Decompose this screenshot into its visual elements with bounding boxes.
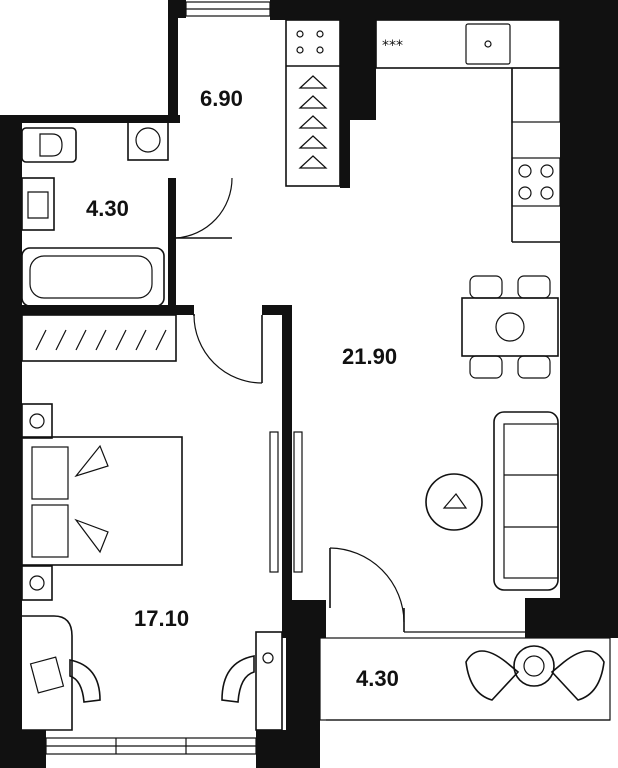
hanger-icon [35, 329, 167, 351]
room-area-wardrobe: 6.90 [200, 86, 243, 111]
sink-icon [27, 191, 49, 219]
kitchen-sink-icon [465, 23, 511, 65]
bed-icon [21, 436, 183, 566]
room-area-bathroom: 4.30 [86, 196, 129, 221]
dining-set [461, 275, 559, 379]
bathroom-fixtures [21, 119, 169, 307]
flower-icon [29, 575, 45, 591]
notebook-icon [29, 656, 65, 694]
armchair-icon [550, 650, 605, 701]
chair-icon [469, 275, 503, 299]
closet [21, 314, 177, 362]
flower-icon [523, 655, 545, 677]
dining-table [461, 297, 559, 357]
lamp-icon [29, 413, 45, 429]
toilet-icon [39, 133, 63, 157]
flower-icon [495, 312, 525, 342]
nightstand [21, 565, 53, 601]
washing-machine-icon [135, 127, 161, 153]
hanger-icon [298, 75, 328, 169]
balcony-furniture [465, 645, 605, 701]
windows [45, 1, 611, 755]
nightstand [21, 403, 53, 439]
stove-icon [511, 157, 561, 207]
room-area-kitchen-living: 21.90 [342, 344, 397, 369]
bedroom-furniture [21, 314, 283, 731]
room-area-bedroom: 17.10 [134, 606, 189, 631]
round-table-icon [513, 645, 555, 687]
room-area-balcony: 4.30 [356, 666, 399, 691]
chair-icon [469, 355, 503, 379]
doors [175, 177, 405, 632]
coffee-table-icon [425, 473, 483, 531]
chair-icon [517, 275, 551, 299]
light-fixture-icon [296, 30, 324, 54]
bathtub-icon [29, 255, 153, 299]
armchair-icon [69, 659, 101, 703]
desk [22, 615, 73, 731]
living-furniture [425, 411, 559, 591]
kitchen-counter: *** [375, 19, 561, 243]
armchair-icon [221, 655, 255, 703]
chair-icon [517, 355, 551, 379]
armchair-icon [465, 650, 520, 701]
wardrobe-rack [285, 19, 341, 187]
side-table [255, 631, 283, 731]
stove-dots-glyph: *** [382, 38, 403, 54]
